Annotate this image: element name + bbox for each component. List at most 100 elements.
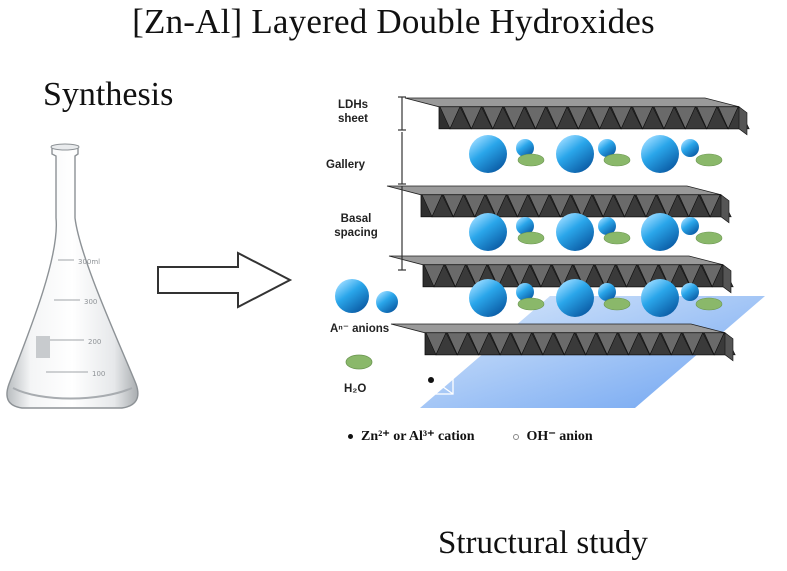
octahedron — [478, 332, 501, 356]
anion-sphere — [469, 135, 507, 173]
water-ellipse — [695, 153, 723, 167]
cation-dot-icon — [348, 434, 353, 440]
octahedron — [602, 194, 625, 218]
anion-sphere — [469, 213, 507, 251]
octahedron — [517, 194, 540, 218]
octahedron — [499, 332, 522, 356]
octahedron — [492, 106, 515, 130]
octahedron — [470, 106, 493, 130]
water-ellipse — [517, 231, 545, 245]
synthesis-caption: Synthesis — [43, 76, 174, 113]
ldh-sheet-top — [386, 185, 722, 196]
octahedron — [513, 106, 536, 130]
water-ellipse — [695, 297, 723, 311]
legend-cation: Zn²⁺ or Al³⁺ cation — [361, 429, 475, 444]
ldh-sheet-top — [388, 255, 724, 266]
octahedron — [583, 264, 606, 288]
basal-spacing-label-line: Basal — [340, 213, 372, 225]
anion-sphere — [556, 135, 594, 173]
octahedron — [692, 332, 715, 356]
octahedron — [585, 332, 608, 356]
octahedron — [666, 194, 689, 218]
octahedron — [649, 332, 672, 356]
octahedron — [538, 194, 561, 218]
octahedron — [540, 264, 563, 288]
ldh-sheet-side — [738, 106, 748, 136]
octahedron — [542, 332, 565, 356]
water-ellipse — [603, 231, 631, 245]
anion-sphere — [681, 283, 699, 301]
ldh-sheet-side — [720, 194, 730, 224]
structural-study-caption: Structural study — [438, 525, 648, 561]
anion-sphere — [516, 139, 534, 157]
anion-sphere — [681, 217, 699, 235]
water-ellipse — [695, 231, 723, 245]
octahedron — [581, 194, 604, 218]
anion-sphere — [598, 139, 616, 157]
octahedron — [690, 264, 713, 288]
legend: Zn²⁺ or Al³⁺ cation OH⁻ anion — [348, 428, 593, 445]
octahedron — [521, 332, 544, 356]
basal-spacing-label-line: spacing — [334, 227, 378, 239]
ldh-sheet-top — [390, 323, 726, 334]
octahedron — [642, 106, 665, 130]
legend-anion: OH⁻ anion — [526, 429, 593, 444]
anions-label: Aⁿ⁻ anions — [330, 323, 390, 335]
octahedron — [497, 264, 520, 288]
octahedron — [433, 264, 456, 288]
anion-ring-icon — [512, 433, 519, 440]
anion-sphere — [681, 139, 699, 157]
anion-sphere — [641, 213, 679, 251]
water-label: H₂O — [344, 383, 367, 395]
anion-sphere — [641, 135, 679, 173]
water-ellipse — [603, 297, 631, 311]
anion-sphere — [516, 283, 534, 301]
flask-graduation: 200 — [88, 338, 101, 346]
ldh-sheet-side — [724, 332, 734, 362]
ldh-sheet-top — [404, 97, 740, 108]
octahedron — [454, 264, 477, 288]
arrow-right-icon — [157, 251, 293, 309]
octahedron — [599, 106, 622, 130]
octahedron — [626, 264, 649, 288]
ldh-structure-diagram — [335, 96, 765, 408]
water-ellipse — [517, 297, 545, 311]
octahedron — [624, 194, 647, 218]
anion-sphere — [641, 279, 679, 317]
octahedron — [628, 332, 651, 356]
octahedron — [535, 106, 558, 130]
anion-sphere — [598, 217, 616, 235]
gallery-label: Gallery — [326, 159, 365, 171]
flask-graduation: 100 — [92, 370, 105, 378]
octahedron — [606, 332, 629, 356]
anion-sphere — [556, 213, 594, 251]
page-title: [Zn-Al] Layered Double Hydroxides — [132, 2, 655, 41]
basal-spacing-label: Basal spacing — [330, 212, 382, 240]
octahedron — [452, 194, 475, 218]
octahedron — [556, 106, 579, 130]
octahedron — [431, 194, 454, 218]
anion-sphere — [469, 279, 507, 317]
ldhs-sheet-label-line: sheet — [337, 113, 369, 125]
octahedron — [604, 264, 627, 288]
octahedron — [688, 194, 711, 218]
octahedron — [663, 106, 686, 130]
octahedron — [670, 332, 693, 356]
flask-graduation: 300ml — [78, 258, 100, 266]
flask-graduation: 300 — [84, 298, 97, 306]
water-ellipse — [517, 153, 545, 167]
octahedron — [668, 264, 691, 288]
anion-sphere — [516, 217, 534, 235]
anion-sphere — [556, 279, 594, 317]
octahedron — [495, 194, 518, 218]
ldhs-sheet-label-line: LDHs — [337, 99, 369, 111]
octahedron — [435, 332, 458, 356]
erlenmeyer-flask-icon: 300ml 300 200 100 — [6, 143, 139, 409]
ldhs-sheet-label: LDHs sheet — [328, 98, 378, 126]
octahedron — [563, 332, 586, 356]
octahedron — [456, 332, 479, 356]
octahedron — [577, 106, 600, 130]
octahedron — [684, 106, 707, 130]
ldh-sheet-side — [722, 264, 732, 294]
octahedron — [620, 106, 643, 130]
